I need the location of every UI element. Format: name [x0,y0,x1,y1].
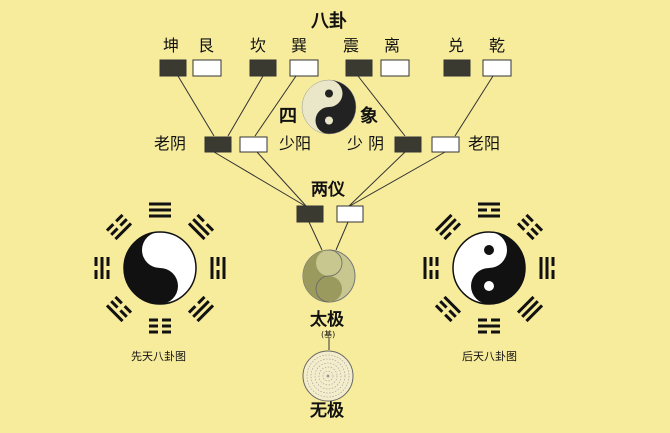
liangyi-label: 两仪 [311,180,345,200]
xiantian-yinyang-icon [123,231,197,305]
gua-label-li: 离 [384,36,401,55]
line-liangyi-yin-to-taiji [308,221,323,251]
gua-label-kan: 坎 [250,36,267,55]
houtian-yinyang-icon [452,231,526,305]
gua-label-xun: 巽 [291,36,308,55]
taiji-yinyang-icon [302,249,356,303]
xiantian-trigram-icon [187,213,215,241]
xiantian-trigram-ring [94,202,226,334]
line-kun-gen-to-laoyin [177,75,215,137]
line-laoyin-to-liangyi [213,151,308,208]
taiji-label: 太极 [310,310,344,330]
xiantian-trigram-icon [105,213,133,241]
wuji-circle-icon [302,350,354,402]
xiantian-trigram-icon [94,257,110,279]
line-dui-qian-to-laoyang [454,75,494,137]
line-shaoyin-to-liangyi [347,151,406,208]
sixiang-char-xiang: 象 [360,106,378,127]
houtian-trigram-icon [478,318,500,334]
houtian-trigram-ring [423,202,555,334]
line-shaoyang-to-liangyi [256,151,308,208]
houtian-trigram-icon [434,295,462,323]
taiji-note: (基) [321,330,336,339]
xiantian-caption: 先天八卦图 [131,350,186,363]
sixiang-yinyang-icon [301,79,357,135]
houtian-trigram-icon [478,202,500,218]
houtian-trigram-icon [434,213,462,241]
label-shaoyin: 少 阴 [347,134,385,153]
label-laoyang: 老阳 [468,134,501,153]
label-shaoyang: 少阳 [279,134,312,153]
xiantian-trigram-icon [187,295,215,323]
houtian-trigram-icon [516,295,544,323]
xiantian-trigram-icon [149,318,171,334]
houtian-caption: 后天八卦图 [462,350,517,363]
line-liangyi-yang-to-taiji [335,221,349,251]
houtian-trigram-icon [516,213,544,241]
line-kan-xun-to-laoyin [227,75,264,137]
sixiang-char-si: 四 [279,106,297,127]
liangyi-boxes [296,205,364,223]
gua-label-gen: 艮 [198,36,215,55]
houtian-trigram-icon [423,257,439,279]
line-zhen-li-to-shaoyin [357,75,406,137]
gua-label-qian: 乾 [489,36,506,55]
gua-label-kun: 坤 [163,36,180,55]
xiantian-trigram-icon [210,257,226,279]
line-kan-xun-to-shaoyang [254,75,297,137]
gua-label-dui: 兑 [448,36,465,55]
label-laoyin: 老阴 [154,134,187,153]
xiantian-trigram-icon [105,295,133,323]
houtian-trigram-icon [539,257,555,279]
bagua-title: 八卦 [311,11,347,32]
line-laoyang-to-liangyi [347,151,446,208]
gua-label-zhen: 震 [343,36,360,55]
sixiang-boxes [204,136,460,153]
bagua-boxes [159,59,512,77]
xiantian-trigram-icon [149,202,171,218]
wuji-label: 无极 [310,401,344,421]
